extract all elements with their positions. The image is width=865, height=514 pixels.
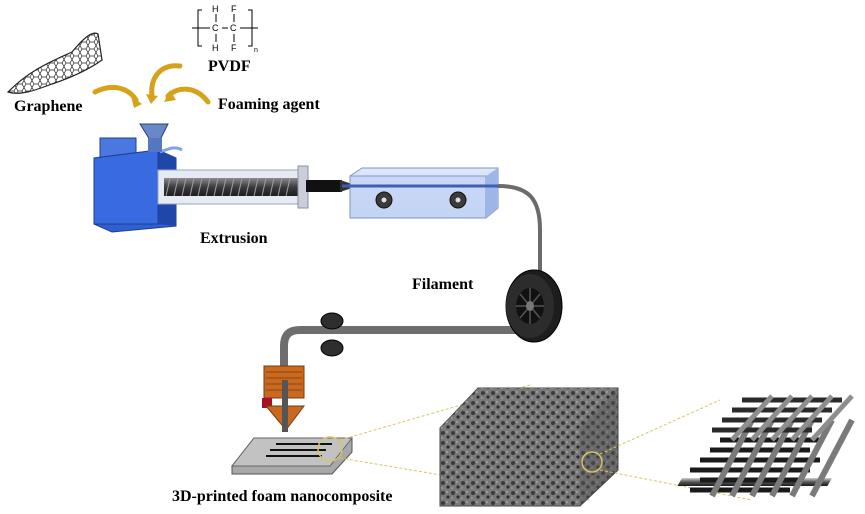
zoom-circle-foam — [581, 451, 603, 473]
printed-foam-label: 3D-printed foam nanocomposite — [172, 488, 393, 505]
atom-h-bottom: H — [212, 43, 219, 53]
cooling-bath — [342, 167, 499, 219]
build-plate — [230, 436, 354, 475]
spool-icon — [505, 269, 563, 343]
extruder — [93, 123, 352, 233]
atom-f-top: F — [231, 4, 237, 14]
lattice-icon — [677, 394, 855, 498]
pvdf-atoms: H C H F C F n — [212, 4, 258, 54]
atom-f-bottom: F — [231, 43, 237, 53]
pvdf-label: PVDF — [208, 58, 251, 75]
feed-rollers — [320, 312, 344, 357]
foaming-agent-label: Foaming agent — [218, 96, 320, 113]
graphene-label: Graphene — [14, 98, 83, 115]
subscript-n: n — [254, 47, 258, 54]
zoom-lines-lattice — [599, 399, 753, 501]
filament-feed — [280, 326, 522, 390]
zoom-circle — [317, 436, 343, 462]
atom-c-right: C — [230, 23, 237, 33]
graphene-sheet-icon — [6, 32, 103, 94]
arrowheads — [131, 90, 176, 108]
atom-h-top: H — [212, 4, 219, 14]
pvdf-structure — [192, 9, 258, 47]
nozzle-icon — [262, 365, 305, 432]
foam-block-icon — [439, 387, 619, 507]
hopper-icon — [139, 123, 169, 141]
filament-label: Filament — [412, 276, 474, 293]
atom-c-left: C — [212, 23, 219, 33]
extrusion-label: Extrusion — [200, 230, 268, 247]
